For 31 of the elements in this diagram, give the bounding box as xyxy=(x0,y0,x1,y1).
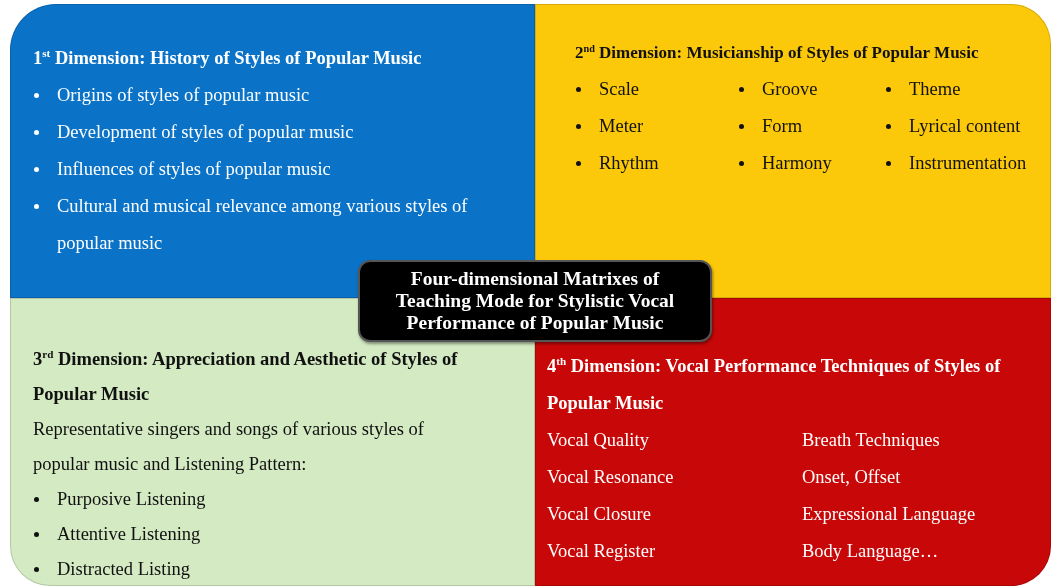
bullet-item: Scale xyxy=(575,71,640,108)
bullet-item: Meter xyxy=(575,108,644,145)
bullet-item: Harmony xyxy=(738,145,832,182)
list-item: Expressional Language xyxy=(802,503,976,526)
list-item: Onset, Offset xyxy=(802,466,901,489)
title-box xyxy=(358,260,712,342)
list-item: Vocal Register xyxy=(547,540,656,563)
bullet-item: Form xyxy=(738,108,803,145)
bullet-item: Groove xyxy=(738,71,818,108)
list-item: Vocal Resonance xyxy=(547,466,674,489)
bullet-item: Rhythm xyxy=(575,145,659,182)
title-text: Four-dimensional Matrixes of Teaching Mode for Stylistic Vocal Performance of Popular Music xyxy=(394,268,676,334)
list-item: Breath Techniques xyxy=(802,429,940,452)
list-item: Vocal Quality xyxy=(547,429,649,452)
bullet-item: Lyrical content xyxy=(885,108,1021,145)
bullet-item: Development of styles of popular music xyxy=(33,114,515,151)
bullet-item: Theme xyxy=(885,71,961,108)
dimension-heading: 1$^{st}$ Dimension: History of Styles of Popular Music xyxy=(33,46,423,70)
bullet-item: Attentive Listening xyxy=(33,517,201,552)
bullet-item: Purposive Listening xyxy=(33,482,206,517)
dimension-heading: 2$^{nd}$ Dimension: Musicianship of Styles of Popular Music xyxy=(575,41,980,64)
list-item: Body Language… xyxy=(802,540,939,563)
dimension-heading: 3$^{rd}$ Dimension: Appreciation and Aesthetic of Styles of Popular Music xyxy=(33,347,459,406)
bullet-item: Origins of styles of popular music xyxy=(33,77,515,114)
dimension-heading: 4$^{th}$ Dimension: Vocal Performance Techniques of Styles of Popular Music xyxy=(547,354,1002,415)
bullet-item: Instrumentation xyxy=(885,145,1027,182)
bullet-item: Distracted Listing xyxy=(33,552,191,587)
list-item: Vocal Closure xyxy=(547,503,651,526)
bullet-item: Influences of styles of popular music xyxy=(33,151,515,188)
description-text: Representative singers and songs of various styles of popular music and Listening Pattern: xyxy=(33,418,425,476)
bullet-item: Cultural and musical relevance among various styles of popular music xyxy=(33,188,515,262)
